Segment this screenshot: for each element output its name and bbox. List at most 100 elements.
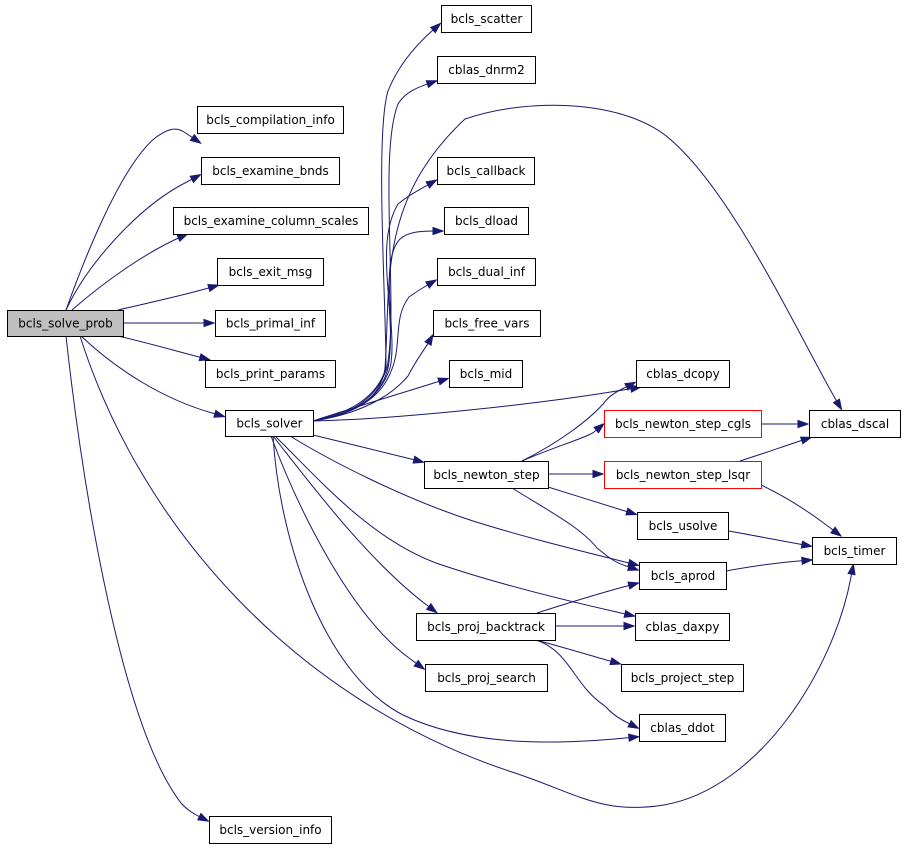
node-box[interactable]: [205, 360, 336, 388]
edge-solver-to-newton-step: [312, 434, 426, 464]
node-box[interactable]: [416, 613, 556, 641]
node-cgls[interactable]: bcls_newton_step_cgls: [604, 410, 762, 438]
node-usolve[interactable]: bcls_usolve: [637, 512, 729, 540]
node-box[interactable]: [217, 258, 324, 286]
edge-solver-to-daxpy: [274, 435, 637, 618]
node-label: bcls_timer: [824, 544, 886, 558]
node-label: bcls_dual_inf: [448, 265, 526, 279]
node-lsqr[interactable]: bcls_newton_step_lsqr: [604, 461, 762, 489]
node-print-params[interactable]: bcls_print_params: [205, 360, 336, 388]
node-examine-bnds[interactable]: bcls_examine_bnds: [201, 157, 340, 185]
node-box[interactable]: [215, 310, 326, 337]
arrowhead: [626, 562, 640, 571]
node-label: bcls_compilation_info: [206, 113, 335, 127]
node-dscal[interactable]: cblas_dscal: [809, 410, 901, 438]
arrowhead: [425, 80, 439, 89]
node-box[interactable]: [812, 537, 897, 565]
node-label: bcls_usolve: [649, 519, 718, 533]
arrowhead: [207, 284, 220, 293]
node-dcopy[interactable]: cblas_dcopy: [636, 360, 730, 388]
node-aprod[interactable]: bcls_aprod: [639, 562, 727, 590]
node-box[interactable]: [604, 461, 762, 489]
node-dload[interactable]: bcls_dload: [444, 207, 529, 235]
node-primal-inf[interactable]: bcls_primal_inf: [215, 310, 326, 337]
node-label: cblas_dscal: [821, 417, 889, 431]
node-box[interactable]: [433, 310, 541, 337]
edge-proj-backtrack-to-ddot: [535, 639, 640, 729]
node-label: bcls_print_params: [216, 367, 325, 381]
node-box[interactable]: [197, 106, 344, 134]
edge-newton-step-to-dcopy: [521, 381, 637, 462]
node-box[interactable]: [201, 157, 340, 185]
arrowhead: [197, 812, 210, 822]
arrowhead: [424, 333, 434, 346]
edge-aprod-to-timer: [725, 556, 814, 572]
node-solve-prob[interactable]: bcls_solve_prob: [7, 310, 124, 337]
node-daxpy[interactable]: cblas_daxpy: [635, 613, 730, 641]
node-label: bcls_mid: [460, 367, 512, 381]
node-dnrm2[interactable]: cblas_dnrm2: [437, 56, 536, 84]
node-box[interactable]: [639, 562, 727, 590]
edge-solver-to-dual-inf: [312, 279, 438, 422]
edge-newton-step-to-cgls: [521, 422, 606, 462]
node-box[interactable]: [621, 664, 744, 692]
node-box[interactable]: [441, 5, 532, 33]
edge-lsqr-to-timer: [760, 484, 843, 537]
edge-proj-backtrack-to-aprod: [536, 581, 641, 614]
arrowhead: [437, 377, 450, 386]
node-version-info[interactable]: bcls_version_info: [209, 816, 332, 844]
edge-solve-prob-to-examine-bnds: [65, 173, 202, 311]
node-box[interactable]: [425, 664, 548, 692]
node-dual-inf[interactable]: bcls_dual_inf: [437, 258, 536, 286]
node-box[interactable]: [437, 157, 535, 185]
arrowhead: [198, 353, 212, 362]
arrowhead: [429, 22, 442, 34]
node-box[interactable]: [637, 512, 729, 540]
node-box[interactable]: [225, 410, 314, 437]
node-exit-msg[interactable]: bcls_exit_msg: [217, 258, 324, 286]
node-box[interactable]: [7, 310, 124, 337]
edge-solver-to-mid: [312, 377, 450, 422]
node-label: bcls_newton_step_lsqr: [616, 468, 750, 482]
node-compilation-info[interactable]: bcls_compilation_info: [197, 106, 344, 134]
node-box[interactable]: [636, 360, 730, 388]
node-box[interactable]: [437, 56, 536, 84]
edge-cgls-to-dscal: [761, 419, 810, 429]
node-ddot[interactable]: cblas_ddot: [639, 714, 726, 742]
node-mid[interactable]: bcls_mid: [449, 360, 523, 388]
node-proj-search[interactable]: bcls_proj_search: [425, 664, 548, 692]
arrowhead: [800, 540, 814, 549]
edge-solve-prob-to-solver: [80, 335, 226, 418]
arrowhead: [425, 279, 438, 289]
node-examine-column-scales[interactable]: bcls_examine_column_scales: [173, 207, 369, 235]
node-solver[interactable]: bcls_solver: [225, 410, 314, 437]
node-box[interactable]: [635, 613, 730, 641]
node-box[interactable]: [444, 207, 529, 235]
node-box[interactable]: [437, 258, 536, 286]
arrowhead: [627, 581, 641, 590]
node-box[interactable]: [639, 714, 726, 742]
node-box[interactable]: [209, 816, 332, 844]
nodes-layer: bcls_solve_probbcls_compilation_infobcls…: [7, 5, 901, 844]
node-box[interactable]: [809, 410, 901, 438]
edge-solve-prob-to-examine-column-scales: [71, 233, 189, 311]
edge-solve-prob-to-version-info: [65, 335, 210, 822]
node-box[interactable]: [449, 360, 523, 388]
node-box[interactable]: [173, 207, 369, 235]
edge-solve-prob-to-compilation-info: [65, 128, 202, 311]
arrowhead: [797, 419, 810, 429]
node-timer[interactable]: bcls_timer: [812, 537, 897, 565]
edge-proj-backtrack-to-daxpy: [556, 621, 636, 631]
node-scatter[interactable]: bcls_scatter: [441, 5, 532, 33]
node-project-step[interactable]: bcls_project_step: [621, 664, 744, 692]
node-newton-step[interactable]: bcls_newton_step: [424, 461, 549, 489]
node-box[interactable]: [604, 410, 762, 438]
node-free-vars[interactable]: bcls_free_vars: [433, 310, 541, 337]
node-box[interactable]: [424, 461, 549, 489]
arrowhead: [432, 226, 445, 236]
node-proj-backtrack[interactable]: bcls_proj_backtrack: [416, 613, 556, 641]
edge-solver-to-proj-backtrack: [272, 435, 439, 614]
edge-solver-to-proj-search: [270, 435, 426, 671]
edge-solver-to-dnrm2: [312, 80, 439, 422]
node-callback[interactable]: bcls_callback: [437, 157, 535, 185]
